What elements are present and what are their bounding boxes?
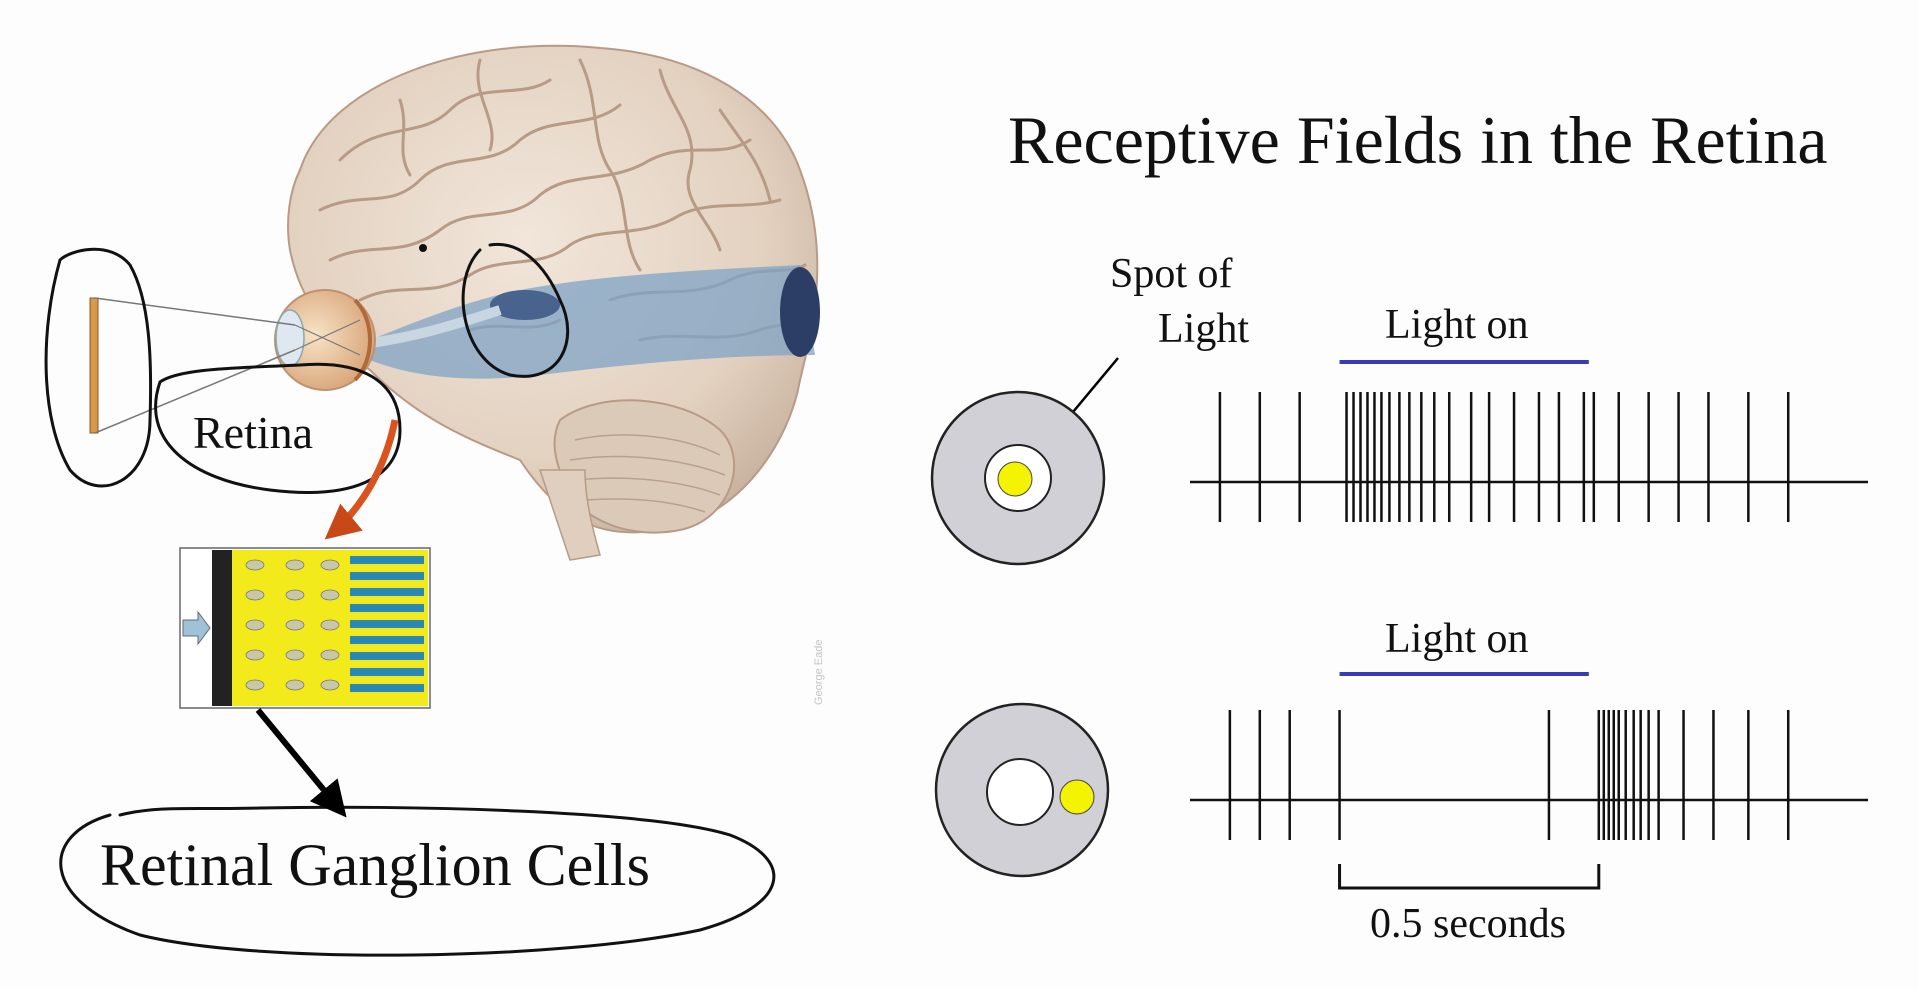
rf-center <box>986 758 1054 826</box>
retina-loop <box>154 362 402 494</box>
visual-pathway <box>370 265 815 379</box>
cerebellum-folds <box>569 434 726 513</box>
scale-label: 0.5 seconds <box>1370 901 1566 947</box>
retina-cross-section <box>179 547 431 709</box>
light-on-label-bottom: Light on <box>1385 616 1529 662</box>
brain-illustration <box>287 44 820 561</box>
scale-bracket <box>1338 864 1601 890</box>
scale-bar <box>1338 864 1601 890</box>
eye-illustration <box>274 289 376 391</box>
retina-label: Retina <box>193 407 313 458</box>
neuron-cells <box>245 559 340 691</box>
photoreceptor-rows <box>350 556 424 692</box>
ganglion-loop <box>59 805 776 957</box>
lgn <box>490 290 560 320</box>
black-arrow <box>255 708 347 818</box>
spike-train-center <box>1190 360 1868 522</box>
light-on-label-top: Light on <box>1385 302 1529 348</box>
orange-arrow <box>324 419 399 540</box>
credit-watermark: George Eade <box>813 640 825 705</box>
spot-label-line2: Light <box>1158 306 1249 352</box>
light-spot <box>997 461 1033 497</box>
lgn-loop <box>461 242 570 378</box>
slide-title: Receptive Fields in the Retina <box>1008 102 1828 178</box>
spike-train-surround <box>1190 672 1868 840</box>
light-spot <box>1059 779 1095 815</box>
visual-cortex <box>780 267 820 357</box>
spot-label-line1: Spot of <box>1110 251 1233 297</box>
ganglion-label: Retinal Ganglion Cells <box>100 832 650 898</box>
receptive-field-center-stimulus <box>930 390 1106 566</box>
annotation-loops <box>44 242 776 957</box>
object-loop <box>44 247 153 488</box>
viewed-object <box>89 297 361 434</box>
receptive-field-surround-stimulus <box>934 702 1110 878</box>
